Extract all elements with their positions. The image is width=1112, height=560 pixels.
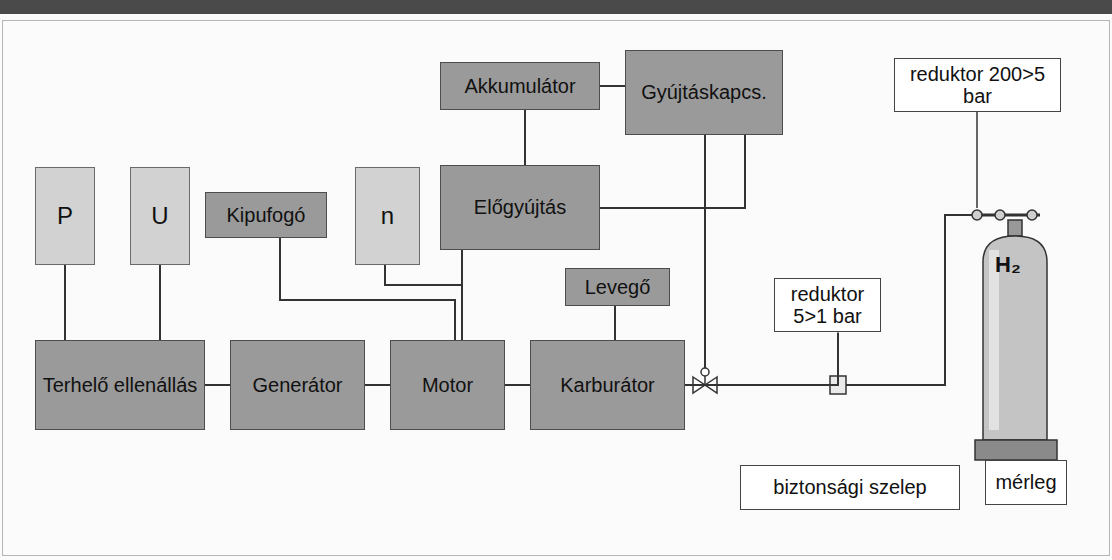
meter-box: n bbox=[355, 167, 420, 265]
exhaust-box: Kipufogó bbox=[205, 192, 327, 238]
regulator-label: reduktor 5>1 bar bbox=[774, 278, 881, 333]
node-text: Karburátor bbox=[560, 374, 655, 396]
air-box: Levegő bbox=[565, 268, 670, 306]
node-text: reduktor 5>1 bar bbox=[780, 283, 875, 328]
node-text: Kipufogó bbox=[227, 204, 306, 226]
connector-line bbox=[205, 384, 230, 386]
connector-line bbox=[385, 265, 462, 340]
valve-label: biztonsági szelep bbox=[740, 465, 960, 510]
connector-line bbox=[461, 250, 463, 340]
node-text: biztonsági szelep bbox=[773, 476, 926, 498]
node-text: mérleg bbox=[995, 471, 1056, 493]
meter-box: U bbox=[130, 167, 190, 265]
frame bbox=[3, 21, 1110, 556]
node-text: Terhelő ellenállás bbox=[43, 374, 198, 396]
node-text: Gyújtáskapcs. bbox=[641, 81, 767, 103]
connector-line bbox=[159, 265, 161, 340]
node-text: U bbox=[151, 203, 168, 230]
engine-box: Motor bbox=[390, 340, 505, 430]
ignition-switch-box: Gyújtáskapcs. bbox=[625, 50, 783, 135]
connector-line bbox=[365, 384, 390, 386]
node-text: Előgyújtás bbox=[474, 196, 566, 218]
connector-line bbox=[600, 85, 625, 87]
battery-box: Akkumulátor bbox=[440, 62, 600, 110]
connector-line bbox=[524, 110, 526, 165]
connector-line bbox=[600, 135, 745, 208]
meter-box: P bbox=[35, 167, 95, 265]
control-wire bbox=[704, 135, 706, 368]
scale-box: mérleg bbox=[985, 460, 1067, 505]
connector-line bbox=[505, 384, 530, 386]
regulator-stem bbox=[976, 112, 978, 208]
load-resistor-box: Terhelő ellenállás bbox=[35, 340, 205, 430]
node-text: reduktor 200>5 bar bbox=[900, 63, 1055, 108]
node-text: Generátor bbox=[252, 374, 342, 396]
connector-line bbox=[614, 306, 616, 340]
gas-cylinder bbox=[972, 210, 1057, 460]
node-text: P bbox=[57, 203, 73, 230]
generator-box: Generátor bbox=[230, 340, 365, 430]
connector-line bbox=[64, 265, 66, 340]
pre-ignition-box: Előgyújtás bbox=[440, 165, 600, 250]
carburettor-box: Karburátor bbox=[530, 340, 685, 430]
node-text: n bbox=[381, 203, 394, 230]
node-text: Levegő bbox=[585, 276, 651, 298]
node-text: Motor bbox=[422, 374, 473, 396]
gas-formula: H₂ bbox=[995, 252, 1021, 278]
header-band bbox=[0, 0, 1112, 14]
safety-valve-symbol bbox=[693, 368, 717, 393]
node-text: Akkumulátor bbox=[464, 75, 575, 97]
connector-line bbox=[685, 332, 838, 385]
regulator-label: reduktor 200>5 bar bbox=[894, 58, 1061, 113]
